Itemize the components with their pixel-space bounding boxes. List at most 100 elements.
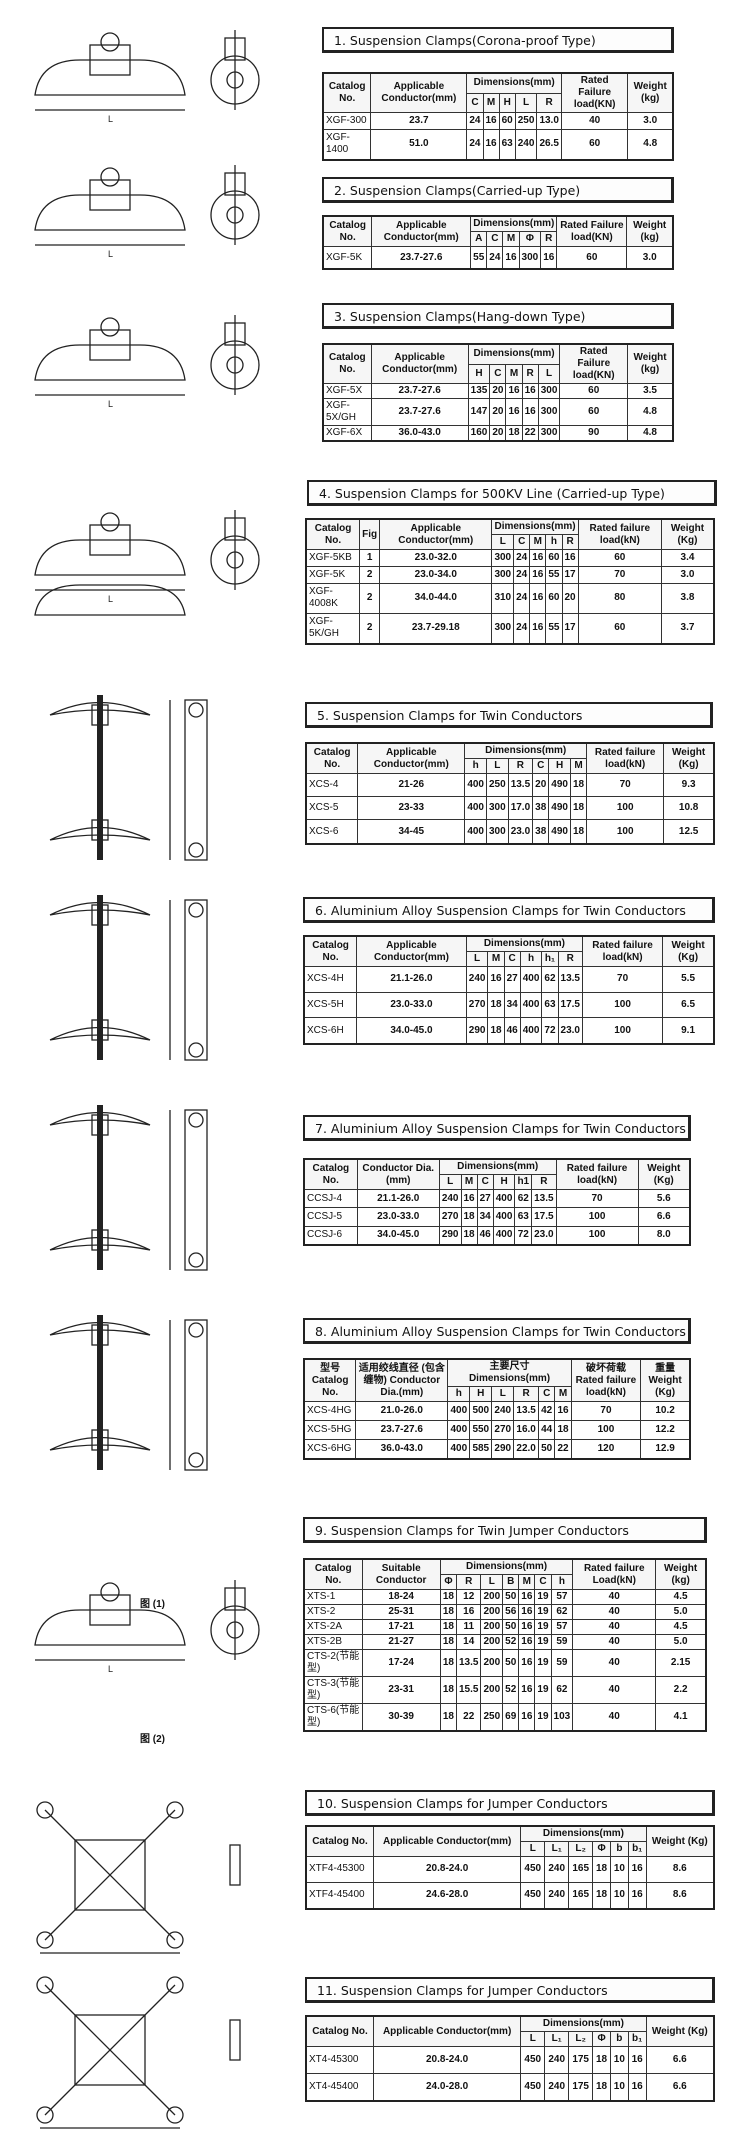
dimension-column-header: b₁ [627,2031,647,2047]
table-cell: 400 [447,1401,471,1421]
table-cell: 17-21 [361,1619,441,1635]
catalog-number-cell: XTF4-45400 [305,1881,374,1910]
table-cell: 27 [503,966,521,993]
catalog-number-cell: XCS-5 [305,796,359,821]
header-row: Catalog No.Applicable Conductor(mm)Dimen… [305,2015,715,2047]
table-cell: 2 [359,612,381,645]
dimension-column-header: h [447,1386,471,1402]
table-cell: 3.5 [627,383,674,399]
dimension-column-header: L [491,534,515,550]
dimensions-header: Dimensions(mm) [491,518,579,535]
table-cell: 23-33 [357,796,466,821]
dimension-column-header: M [518,1574,536,1590]
spec-table: 型号 Catalog No.适用绞线直径 (包含缠物) Conductor Di… [303,1358,691,1460]
table-cell: 23.0-34.0 [379,565,493,584]
column-header: Weight (kg) [627,72,674,113]
column-header: 破坏荷载 Rated failure load(kN) [570,1358,642,1402]
table-cell: 400 [464,796,487,821]
catalog-number-cell: XCS-6 [305,819,359,845]
column-header: Rated failure Load(kN) [572,1558,657,1590]
table-cell: 400 [492,1225,516,1246]
table-cell: 5.0 [655,1634,707,1650]
table-cell: 18 [487,1017,505,1045]
table-cell: 240 [544,1881,570,1910]
table-cell: 200 [480,1649,504,1677]
table-cell: 147 [467,398,491,426]
table-cell: 4.8 [627,425,674,442]
table-cell: 21-26 [357,772,466,798]
dimension-column-header: R [536,92,562,114]
table-cell: 250 [514,112,538,130]
column-header: Rated Failure load(KN) [560,72,629,113]
table-cell: 70 [586,772,665,798]
dimension-column-header: C [503,951,521,967]
catalog-number-cell: XGF-1400 [322,128,372,161]
table-cell: 70 [581,966,664,993]
table-cell: 23.7-27.6 [370,398,469,426]
table-cell: 450 [520,1881,546,1910]
column-header: Fig [359,518,381,550]
table-cell: 60 [577,549,663,567]
table-cell: 19 [534,1703,552,1732]
column-header: Applicable Conductor(mm) [371,215,472,247]
table-cell: 18 [439,1676,458,1704]
dimension-column-header: Φ [592,2031,611,2047]
table-cell: 60 [545,549,563,567]
table-cell: 36.0-43.0 [370,425,469,442]
table-cell: 160 [467,425,491,442]
catalog-number-cell: CCSJ-5 [303,1207,358,1227]
dimension-column-header: L [537,363,561,385]
table-cell: 400 [464,819,487,845]
clamp-drawing-icon [49,895,208,1061]
table-cell: 17.5 [531,1207,557,1227]
dimensions-header: Dimensions(mm) [439,1558,574,1575]
dimension-column-header: L [491,1386,515,1402]
table-cell: 16 [529,565,547,584]
table-cell: 23.0 [531,1225,557,1246]
table-cell: 24.0-28.0 [372,2072,522,2102]
table-cell: 400 [519,966,543,993]
table-cell: 23.0-33.0 [356,991,467,1019]
table-cell: 50 [502,1589,520,1605]
table-cell: 200 [480,1634,504,1650]
table-cell: 24 [513,582,531,614]
dimension-column-header: h1 [514,1174,533,1190]
table-cell: 34-45 [357,819,466,845]
table-cell: 25-31 [361,1604,441,1620]
table-cell: 18 [439,1604,458,1620]
table-cell: 490 [548,772,571,798]
table-cell: 50 [538,1438,556,1460]
table-cell: 16 [518,1634,536,1650]
dimensions-header: Dimensions(mm) [464,742,588,759]
clamp-drawing-icon [36,1976,241,2129]
table-cell: 300 [491,565,515,584]
catalog-number-cell: CCSJ-6 [303,1225,358,1246]
dimension-column-header: H [498,92,516,114]
table-cell: 24.6-28.0 [372,1881,522,1910]
table-cell: 16 [482,128,500,161]
table-cell: 18-24 [361,1589,441,1605]
column-header: Catalog No. [303,1558,363,1590]
section-title: 9. Suspension Clamps for Twin Jumper Con… [303,1517,707,1543]
table-cell: 3.4 [661,549,715,567]
table-cell: 100 [581,991,664,1019]
table-cell: 13.5 [513,1401,540,1421]
dimensions-header: Dimensions(mm) [466,72,562,94]
column-header: Catalog No. [305,2015,374,2047]
dimension-column-header: M [487,951,505,967]
table-cell: 16 [627,2072,647,2102]
table-cell: 3.8 [661,582,715,614]
header-row: Catalog No.Applicable Conductor(mm)Dimen… [303,935,715,967]
section-title: 11. Suspension Clamps for Jumper Conduct… [305,1977,715,2003]
table-cell: 60 [559,383,629,399]
table-cell: 62 [541,966,559,993]
catalog-number-cell: XGF-6X [322,425,372,442]
table-cell: 18 [487,991,505,1019]
table-cell: 15.5 [455,1676,482,1704]
